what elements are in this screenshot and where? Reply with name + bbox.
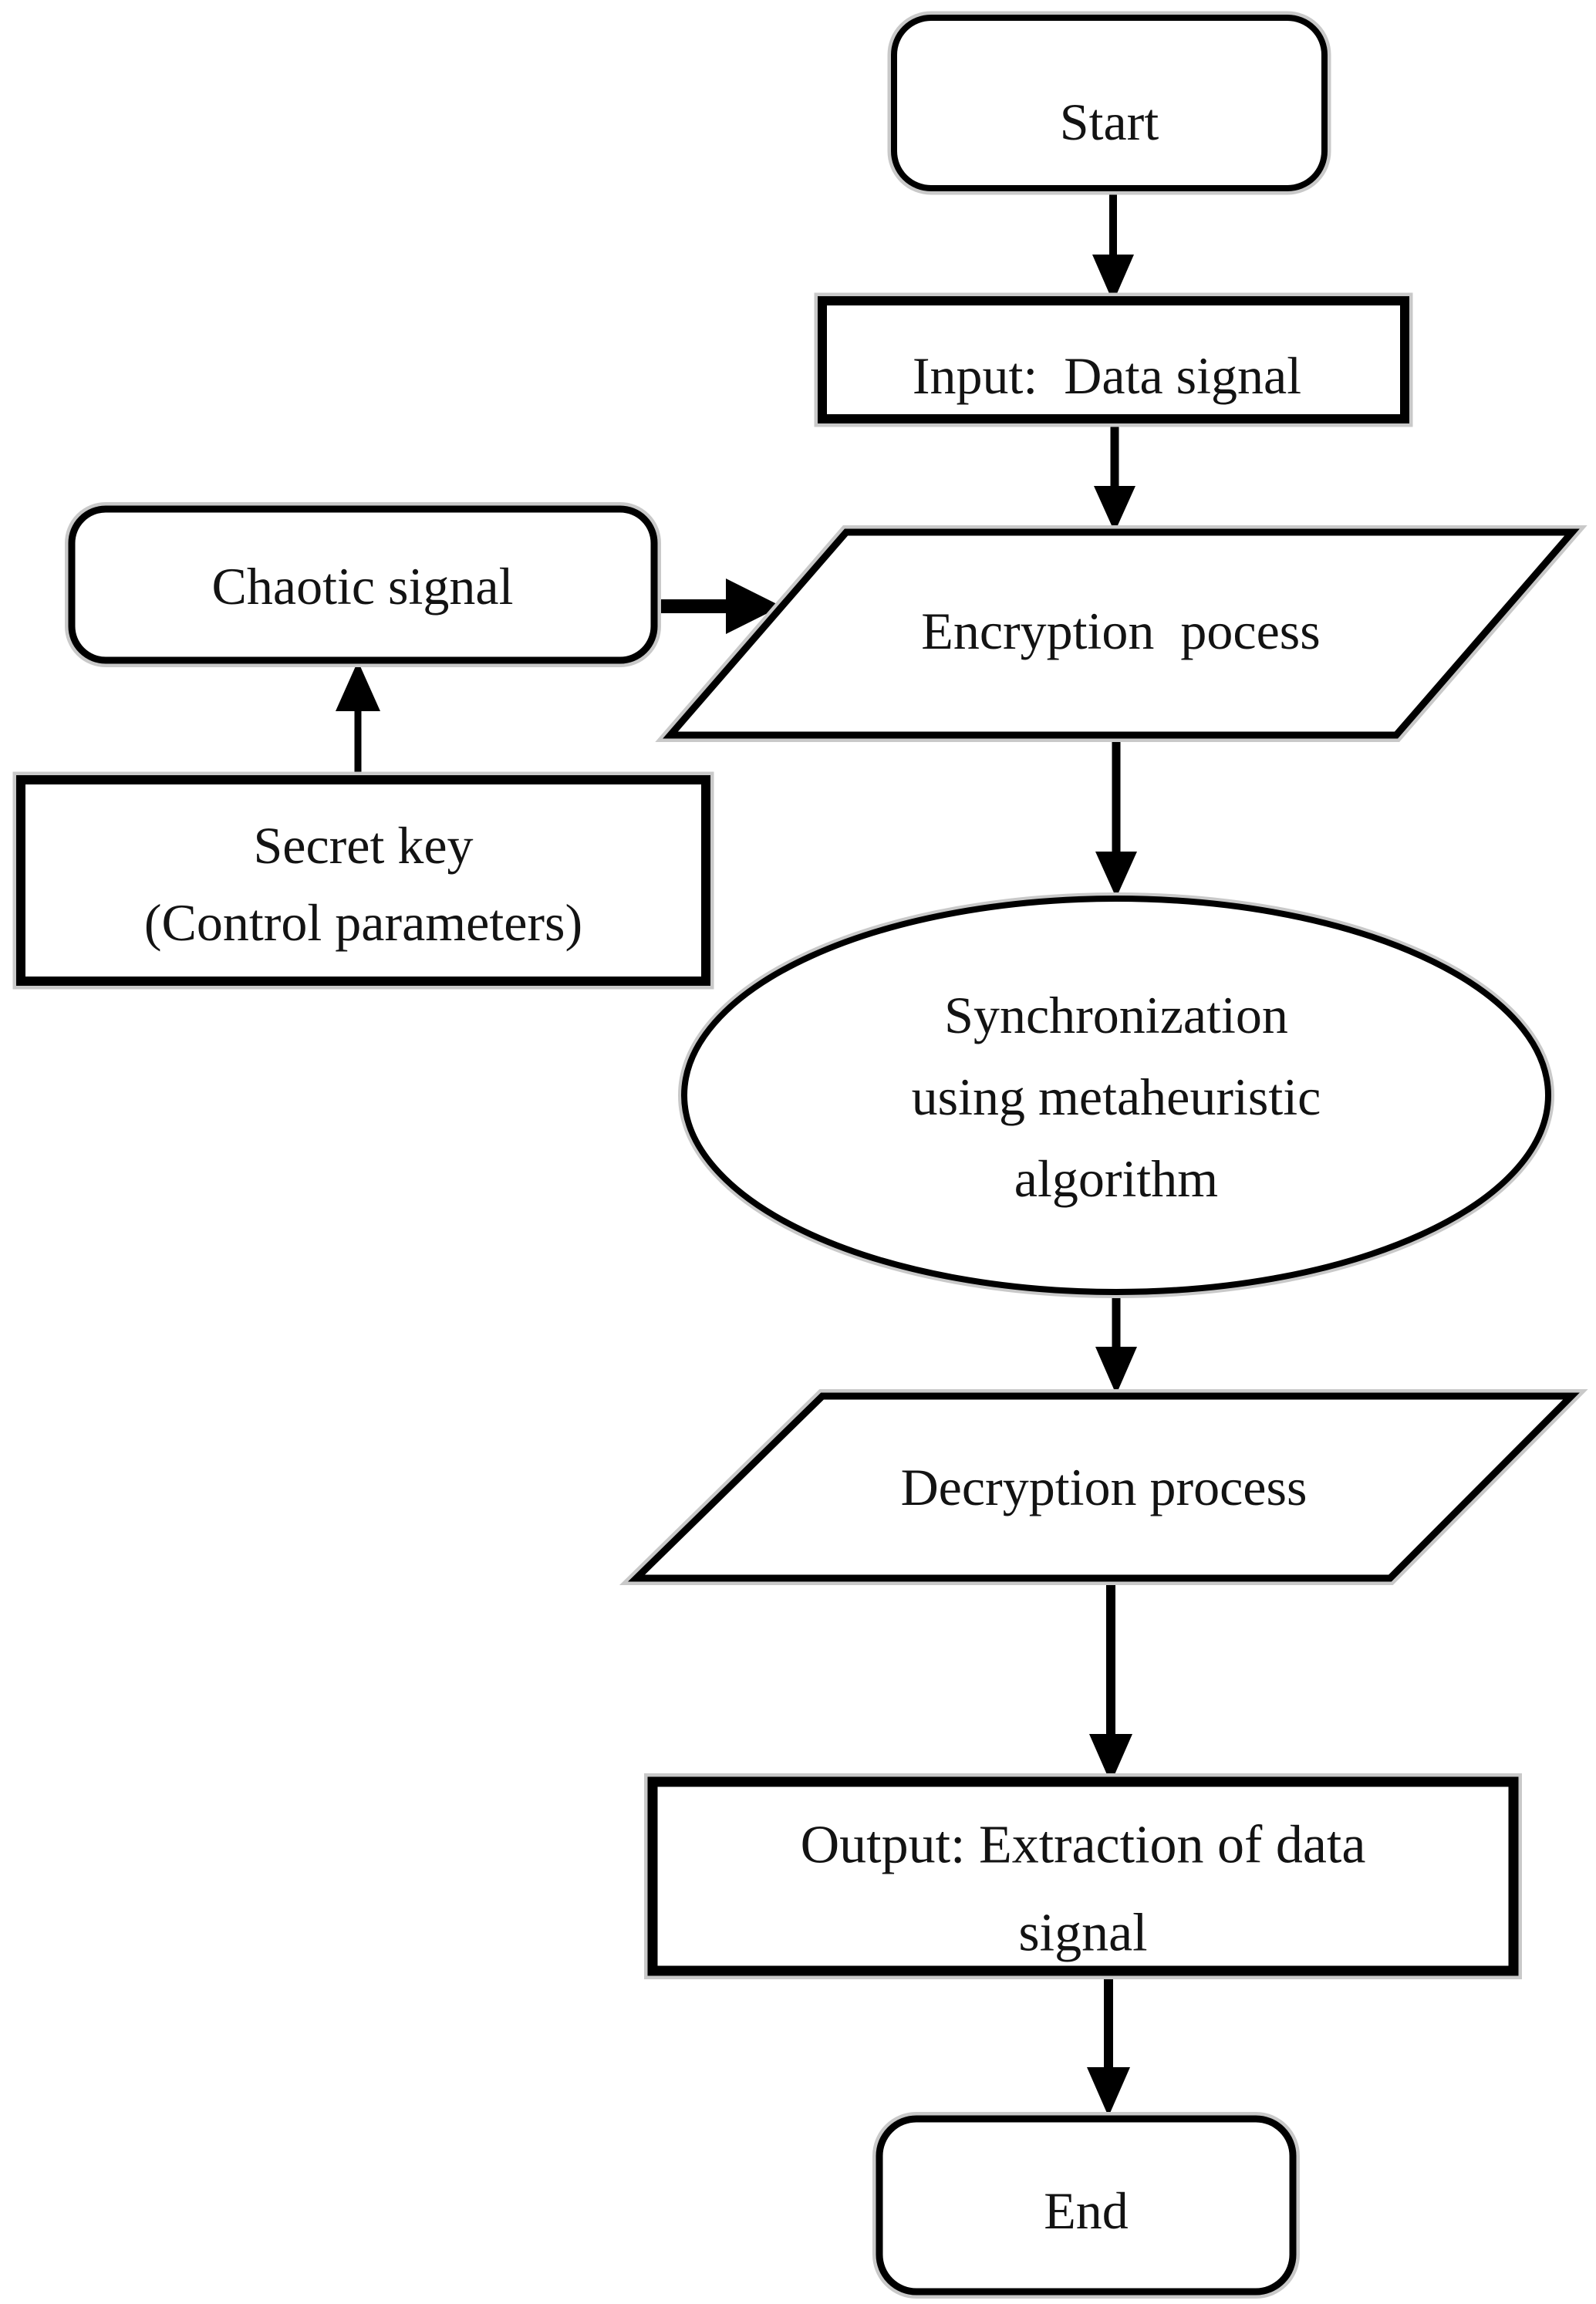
node-secret-key: Secret key (Control parameters) bbox=[12, 771, 714, 990]
node-decryption: Decryption process bbox=[619, 1389, 1588, 1585]
edge-secretkey-to-chaotic bbox=[336, 661, 380, 781]
edge-encryption-to-sync bbox=[1095, 733, 1137, 898]
node-synchronization: Synchronization using metaheuristic algo… bbox=[678, 892, 1554, 1298]
output-label-line1: Output: Extraction of data bbox=[801, 1816, 1366, 1875]
arrow-down-icon bbox=[1095, 1347, 1137, 1395]
synchronization-label-line1: Synchronization bbox=[944, 986, 1288, 1044]
edge-sync-to-decryption bbox=[1095, 1290, 1137, 1395]
node-start: Start bbox=[887, 11, 1331, 195]
edge-decryption-to-output bbox=[1089, 1576, 1132, 1783]
edge-input-to-encryption bbox=[1094, 419, 1135, 532]
end-label: End bbox=[1044, 2181, 1129, 2240]
edge-chaotic-to-encryption bbox=[653, 579, 781, 634]
encryption-parallelogram-shape bbox=[663, 528, 1580, 739]
start-terminator-shape bbox=[891, 15, 1328, 191]
secret-key-label-line1: Secret key bbox=[253, 816, 473, 875]
edge-output-to-end bbox=[1087, 1968, 1130, 2117]
decryption-label: Decryption process bbox=[901, 1458, 1308, 1516]
synchronization-label-line3: algorithm bbox=[1014, 1149, 1218, 1208]
secret-key-label-line2: (Control parameters) bbox=[144, 893, 582, 952]
node-input: Input: Data signal bbox=[814, 292, 1413, 427]
chaotic-signal-label: Chaotic signal bbox=[212, 557, 514, 616]
node-output: Output: Extraction of data signal bbox=[644, 1773, 1522, 1979]
synchronization-label-line2: using metaheuristic bbox=[912, 1068, 1321, 1126]
node-encryption: Encryption pocess bbox=[655, 525, 1588, 742]
arrow-down-icon bbox=[1089, 1734, 1132, 1783]
chaotic-signal-shape bbox=[68, 505, 658, 664]
arrow-down-icon bbox=[1092, 255, 1134, 302]
arrow-down-icon bbox=[1095, 852, 1137, 898]
input-label: Input: Data signal bbox=[913, 346, 1301, 405]
output-rect-shape bbox=[647, 1776, 1519, 1976]
arrow-down-icon bbox=[1094, 486, 1135, 532]
node-chaotic-signal: Chaotic signal bbox=[65, 502, 661, 667]
start-label: Start bbox=[1060, 93, 1159, 151]
input-rect-shape bbox=[818, 296, 1409, 423]
synchronization-ellipse-shape bbox=[681, 896, 1551, 1295]
arrow-down-icon bbox=[1087, 2067, 1130, 2117]
decryption-parallelogram-shape bbox=[627, 1392, 1580, 1582]
output-label-line2: signal bbox=[1018, 1904, 1147, 1963]
encryption-label: Encryption pocess bbox=[921, 602, 1320, 660]
arrow-right-icon bbox=[726, 579, 781, 634]
end-terminator-shape bbox=[876, 2115, 1297, 2296]
arrow-up-icon bbox=[336, 661, 380, 711]
node-end: End bbox=[872, 2112, 1300, 2299]
secret-key-rect-shape bbox=[16, 775, 710, 986]
edge-start-to-input bbox=[1092, 190, 1134, 302]
